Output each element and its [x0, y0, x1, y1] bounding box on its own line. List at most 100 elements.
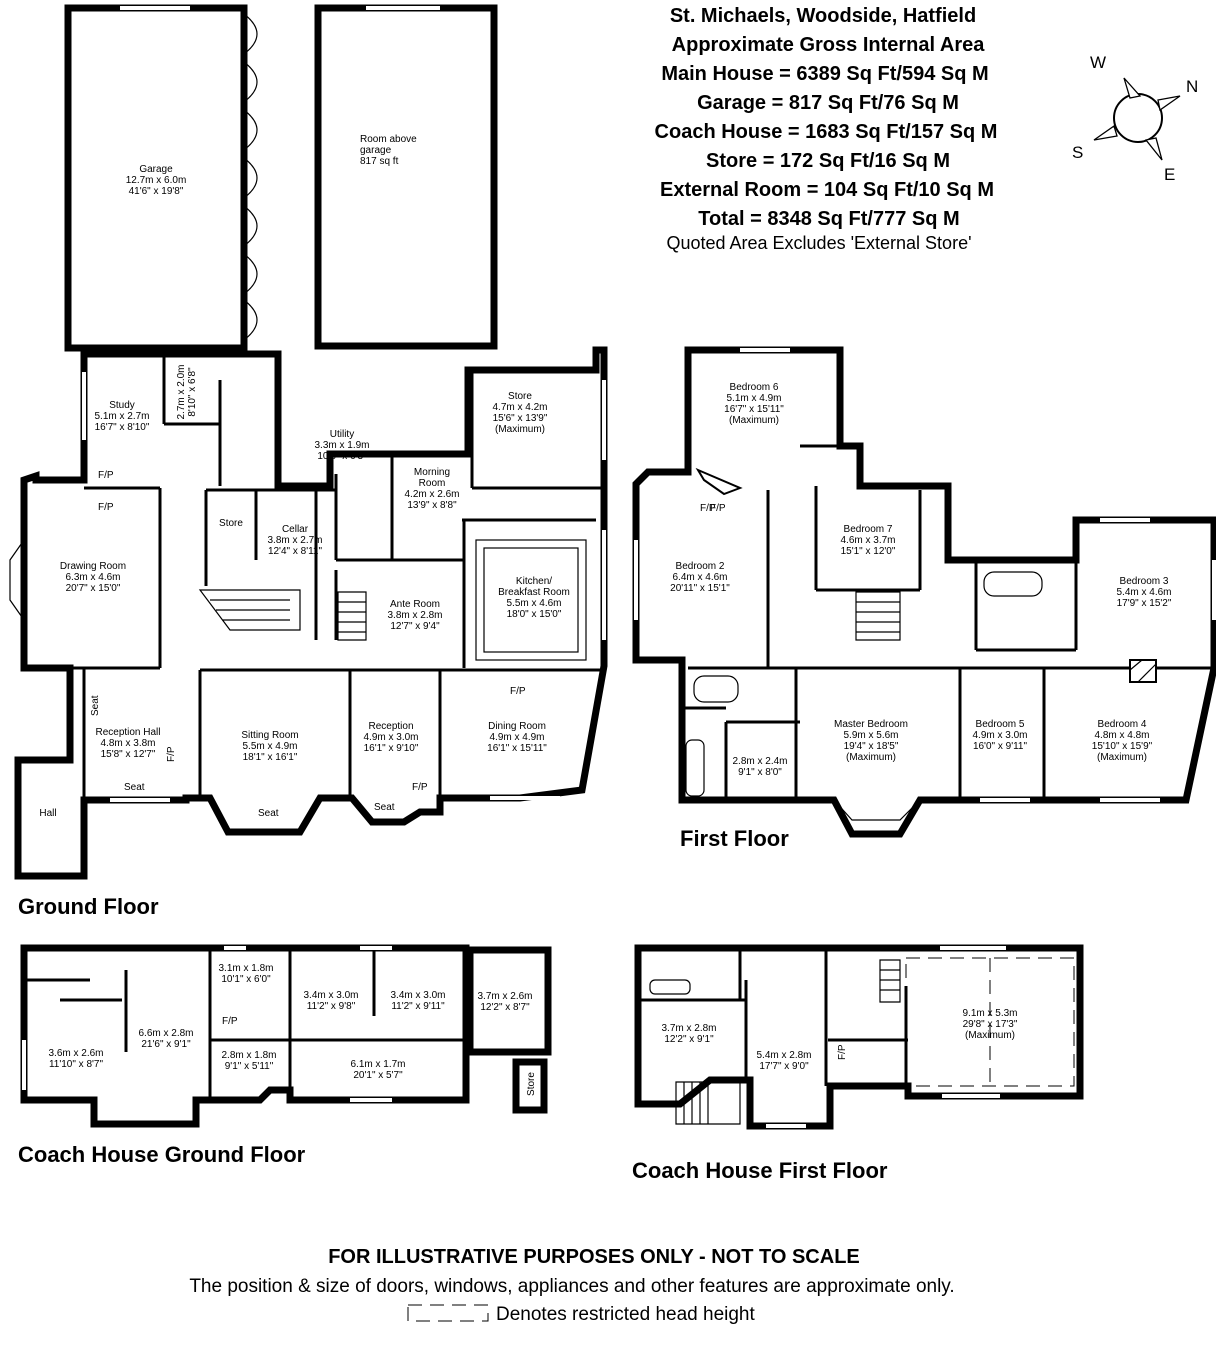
room-label-line: 3.4m x 3.0m [390, 990, 445, 1001]
restricted-height-swatch [407, 1304, 489, 1322]
room-label-line: Dining Room [488, 721, 546, 732]
room-label-line: 16'0" x 9'11" [973, 741, 1028, 752]
room-label-line: 3.6m x 2.6m [48, 1048, 103, 1059]
room-label-line: Study [109, 400, 135, 411]
room-label-line: 11'10" x 8'7" [49, 1059, 104, 1070]
room-label-line: (Maximum) [495, 424, 545, 435]
room-label-line: 4.9m x 3.0m [972, 730, 1027, 741]
room-label-line: 5.4m x 4.6m [1116, 587, 1171, 598]
room-label-line: Store [526, 1072, 537, 1096]
fp-label: F/P [412, 782, 428, 793]
room-label-line: 17'9" x 15'2" [1117, 598, 1172, 609]
fp-label: F/P [222, 1016, 238, 1027]
coach-store-walls [512, 1058, 548, 1114]
fp-label: F/P [98, 470, 114, 481]
room-label-line: 17'7" x 9'0" [759, 1061, 809, 1072]
seat-label: Seat [374, 802, 395, 813]
room-label-line: 41'6" x 19'8" [129, 186, 184, 197]
area-external-room: External Room = 104 Sq Ft/10 Sq M [660, 179, 994, 201]
room-label-line: 6.6m x 2.8m [138, 1028, 193, 1039]
room-label-line: Utility [330, 429, 354, 440]
legend: Denotes restricted head height [407, 1304, 755, 1325]
area-coach-house: Coach House = 1683 Sq Ft/157 Sq M [655, 121, 998, 143]
room-label-line: 15'10" x 15'9" [1092, 741, 1153, 752]
property-title: St. Michaels, Woodside, Hatfield [670, 5, 976, 27]
room-label-line: 18'0" x 15'0" [507, 609, 562, 620]
coach-house-ground-plan [20, 944, 552, 1128]
room-label-line: 6.1m x 1.7m [350, 1059, 405, 1070]
room-label-hall: Hall [39, 808, 56, 819]
room-label-line: Master Bedroom [834, 719, 908, 730]
room-label-line: Reception [368, 721, 413, 732]
position-note: The position & size of doors, windows, a… [189, 1276, 954, 1297]
room-label-line: Garage [139, 164, 173, 175]
room-label-line: 4.6m x 3.7m [840, 535, 895, 546]
room-label-line: 29'8" x 17'3" [963, 1019, 1018, 1030]
area-main-house: Main House = 6389 Sq Ft/594 Sq M [661, 63, 988, 85]
room-label-line: Bedroom 7 [844, 524, 893, 535]
room-label-line: 18'1" x 16'1" [243, 752, 298, 763]
coach-first-interior-walls [638, 948, 908, 1096]
room-label-line: 9'1" x 8'0" [738, 767, 782, 778]
coach-house-first-plan: F/P F/P [222, 944, 1084, 1130]
room-label-line: 2.8m x 1.8m [221, 1050, 276, 1061]
area-note: Quoted Area Excludes 'External Store' [666, 233, 971, 253]
fp-label: F/P [510, 686, 526, 697]
garage-doors [243, 13, 258, 341]
ground-floor-interior-walls [24, 354, 604, 800]
room-label-line: 19'4" x 18'5" [844, 741, 899, 752]
room-label-line: 3.8m x 2.7m [267, 535, 322, 546]
room-label-line: 13'9" x 8'8" [407, 500, 457, 511]
room-label-line: 16'1" x 15'11" [487, 743, 547, 754]
room-label-line: 11'2" x 9'8" [307, 1001, 356, 1012]
room-label-line: (Maximum) [965, 1030, 1015, 1041]
room-label-line: 3.4m x 3.0m [303, 990, 358, 1001]
room-label-line: 12'2" x 8'7" [480, 1002, 530, 1013]
room-label-line: 6.4m x 4.6m [672, 572, 727, 583]
compass-east: E [1164, 165, 1175, 184]
fp-label: F/P [700, 503, 716, 514]
area-summary: St. Michaels, Woodside, Hatfield Approxi… [655, 5, 998, 253]
room-label-line: 5.4m x 2.8m [756, 1050, 811, 1061]
room-label-line: 12'7" x 9'4" [390, 621, 440, 632]
room-label-line: 15'8" x 12'7" [101, 749, 156, 760]
room-label-line: 2.8m x 2.4m [732, 756, 787, 767]
room-label-line: 9'1" x 5'11" [225, 1061, 274, 1072]
compass-icon: W N S E [1072, 53, 1198, 184]
room-label-line: Store [508, 391, 532, 402]
room-label-line: Ante Room [390, 599, 440, 610]
legend-label: Denotes restricted head height [496, 1304, 755, 1325]
coach-first-outline [634, 944, 1084, 1130]
room-label-line: 8'10" x 6'8" [187, 367, 198, 417]
room-label-line: 16'7" x 8'10" [95, 422, 150, 433]
room-label-line: 3.7m x 2.6m [477, 991, 532, 1002]
seat-label: Seat [90, 695, 101, 716]
area-store: Store = 172 Sq Ft/16 Sq M [706, 150, 950, 172]
room-label-line: Bedroom 5 [976, 719, 1025, 730]
seat-label: Seat [258, 808, 279, 819]
room-label-line: (Maximum) [729, 415, 779, 426]
room-label-line: 3.3m x 1.9m [314, 440, 369, 451]
room-label-line: 3.1m x 1.8m [218, 963, 273, 974]
room-label-line: 20'7" x 15'0" [66, 583, 121, 594]
room-label-line: 16'1" x 9'10" [364, 743, 419, 754]
ground-floor-title: Ground Floor [18, 894, 159, 919]
room-label-line: 5.1m x 4.9m [726, 393, 781, 404]
room-label-line: Hall [39, 808, 56, 819]
